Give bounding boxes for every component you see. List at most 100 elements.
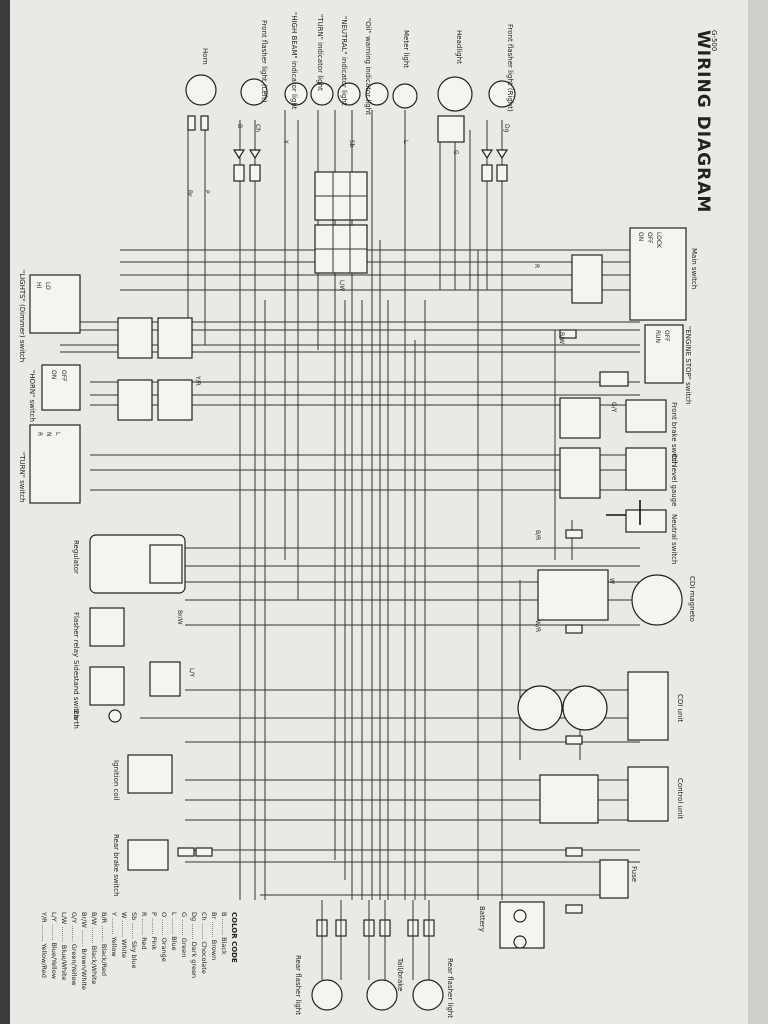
color-code-row: L ........ Blue xyxy=(170,912,178,951)
color-code-heading: COLOR CODE xyxy=(230,912,238,963)
color-code-row: Y ........ Yellow xyxy=(110,911,118,957)
lights-state-hi: HI xyxy=(35,282,42,289)
wire-label-br-w: Br/W xyxy=(176,610,183,625)
wire-label-r: R xyxy=(533,264,540,268)
sidestand-switch-body xyxy=(89,666,125,706)
rear-lights xyxy=(311,900,444,1011)
wire-label-w: W xyxy=(608,578,615,584)
color-code-row: G ........ Green xyxy=(180,912,188,957)
horn-connector-a xyxy=(117,379,153,421)
label-neutral-switch: Neutral switch xyxy=(670,514,678,564)
cdi-connector-b xyxy=(562,685,608,731)
neutral-indicator-bulb xyxy=(337,82,361,106)
page-code: G-500 xyxy=(710,30,718,51)
color-code-row: B/R ........ Black/Red xyxy=(100,912,108,976)
label-neutral-indicator: "NEUTRAL" indicator light xyxy=(340,16,348,106)
label-fuse: Fuse xyxy=(630,866,638,882)
meter-light-bulb xyxy=(392,83,418,109)
label-meter-light: Meter light xyxy=(402,30,410,68)
label-battery: Battery xyxy=(478,906,486,932)
earth-point xyxy=(108,709,122,723)
front-brake-body xyxy=(625,399,667,433)
color-code-row: Dg ........ Dark green xyxy=(190,912,198,978)
front-brake-connector xyxy=(559,397,601,439)
engine-stop-body xyxy=(644,324,684,384)
wire-label-w-r: W/R xyxy=(534,620,541,632)
color-code-row: B ........ Black xyxy=(220,912,228,955)
front-flasher-right-bulb xyxy=(488,80,516,108)
wire-label-l: L xyxy=(402,140,409,144)
label-earth: Earth xyxy=(72,710,80,729)
label-front-brake: Front brake switch xyxy=(670,402,678,466)
lights-state-lo: LO xyxy=(44,282,51,290)
color-code-row: O ........ Orange xyxy=(160,912,168,962)
rear-flasher-right-bulb xyxy=(412,979,444,1011)
wire-label-g: G xyxy=(452,150,459,155)
top-labels: Horn Front flasher light (Left) "HIGH BE… xyxy=(201,12,514,115)
color-code-row: Ch ........ Chocolate xyxy=(200,912,208,974)
high-beam-bulb xyxy=(284,82,308,106)
engine-stop-state-off: OFF xyxy=(663,330,670,342)
label-headlight: Headlight xyxy=(455,30,463,64)
headlight-bulb xyxy=(437,76,473,112)
horn-body xyxy=(185,74,217,106)
label-front-flasher-left: Front flasher light (Left) xyxy=(260,20,268,103)
main-switch-state-on: ON xyxy=(637,232,644,241)
label-high-beam: "HIGH BEAM" indicator light xyxy=(290,12,298,110)
fuse-body xyxy=(599,859,629,899)
wire-label-br: Br xyxy=(186,190,193,197)
color-code-row: L/W ........ Blue/White xyxy=(60,912,68,980)
page-header: G-500 WIRING DIAGRAM xyxy=(693,30,718,213)
cdi-magneto-body xyxy=(631,574,683,626)
right-components xyxy=(499,227,687,949)
wire-color-labels: B Dg Ch Y G L Sb Br R W B/W Br/W Y/R B/R… xyxy=(176,124,617,677)
wire-label-b-w: B/W xyxy=(558,332,565,344)
label-flasher-relay: Flasher relay xyxy=(72,612,80,657)
tail-brake-bulb xyxy=(366,979,398,1011)
color-code-row: G/Y ........ Green/Yellow xyxy=(70,912,78,986)
label-horn: Horn xyxy=(201,48,209,65)
label-sidestand-switch: Sidestand switch xyxy=(72,660,80,719)
horn-state-off: OFF xyxy=(60,370,67,382)
wire-label-b: B xyxy=(236,124,243,128)
label-engine-stop: "ENGINE STOP" switch xyxy=(684,326,692,405)
bottom-labels: Rear flasher light Tail/brake Rear flash… xyxy=(294,955,454,1018)
label-oil-warning: "Oil" warning indicator light xyxy=(364,18,372,115)
color-code-row: R ........ Red xyxy=(140,912,148,950)
label-rear-flasher-right: Rear flasher light xyxy=(446,958,454,1018)
color-code-row: Br/W ........ Brown/White xyxy=(80,912,88,990)
label-ignition-coil: Ignition coil xyxy=(112,760,120,801)
color-code-row: Br ........ Brown xyxy=(210,912,218,960)
turn-switch-body xyxy=(29,424,81,504)
main-switch-connector xyxy=(571,254,603,304)
cdi-magneto-connector xyxy=(537,569,609,621)
label-tail-brake: Tail/brake xyxy=(396,957,404,991)
label-rear-brake: Rear brake switch xyxy=(112,834,120,897)
top-row-lights xyxy=(185,74,516,274)
wire-label-g-y: G/Y xyxy=(610,402,617,413)
label-oil-level: Oil level gauge xyxy=(670,454,678,506)
oil-warning-bulb xyxy=(365,82,389,106)
wire-label-ch: Ch xyxy=(254,124,261,132)
left-components xyxy=(29,274,213,871)
turn-indicator-bulb xyxy=(310,82,334,106)
scan-edge-left xyxy=(0,0,10,1024)
lights-connector-a xyxy=(117,317,153,359)
rear-flasher-left-bulb xyxy=(311,979,343,1011)
left-switch-state-labels: HI LO ON OFF R N L xyxy=(35,282,67,437)
page-title: WIRING DIAGRAM xyxy=(693,30,713,213)
color-code-row: P ........ Pink xyxy=(150,912,158,950)
wire-label-y-r: Y/R xyxy=(194,375,201,386)
label-main-switch: Main switch xyxy=(690,248,698,289)
left-labels: "LIGHTS" (Dimmer) switch "HORN" switch "… xyxy=(18,270,120,897)
color-code-row: Y/R ........ Yellow/Red xyxy=(40,911,48,978)
control-unit-connector xyxy=(539,774,599,824)
main-switch-state-off: OFF xyxy=(646,232,653,244)
control-unit-body xyxy=(627,766,669,822)
color-code-row: B/W ........ Black/White xyxy=(90,912,98,984)
label-turn-switch: "TURN" switch xyxy=(18,452,26,503)
flasher-relay-body xyxy=(89,607,125,647)
wire-label-dg: Dg xyxy=(503,124,510,133)
turn-state-l: L xyxy=(54,432,61,436)
